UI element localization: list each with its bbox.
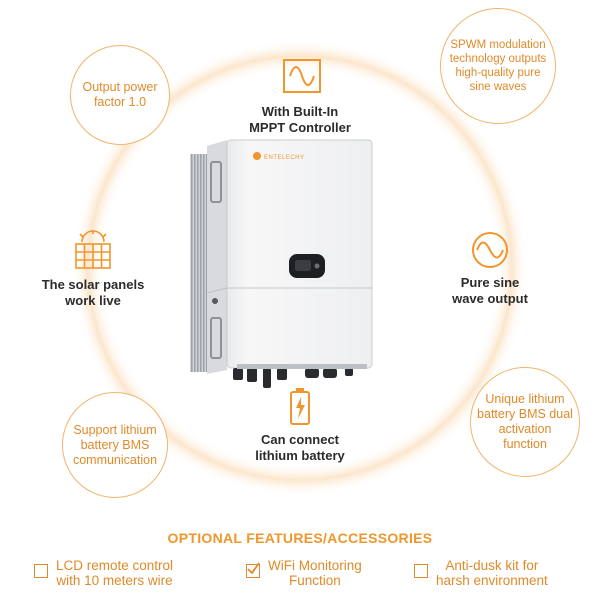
option-lcd-line1: LCD remote control [56,558,174,573]
bubble-output-power-text: Output power factor 1.0 [82,80,158,109]
option-lcd-remote[interactable]: LCD remote control with 10 meters wire [34,558,173,588]
option-anti-dusk-line2: harsh environment [436,573,548,588]
option-wifi-line2: Function [289,573,341,588]
optional-features-title: OPTIONAL FEATURES/ACCESSORIES [167,530,433,546]
bubble-spwm-text: SPWM modulation technology outputs high-… [449,39,547,93]
bubble-bms-activation-text: Unique lithium battery BMS dual activati… [477,392,573,451]
option-wifi[interactable]: WiFi Monitoring Function [246,558,362,588]
feature-mppt-line2: MPPT Controller [249,120,351,135]
option-wifi-text: WiFi Monitoring Function [268,558,362,588]
inverter-image: ENTELECHY [190,139,373,388]
option-lcd-checkbox[interactable] [34,564,48,578]
bubble-spwm: SPWM modulation technology outputs high-… [440,8,556,124]
bubble-bms-communication-text: Support lithium battery BMS communicatio… [72,422,158,467]
sine-wave-circle-icon [472,232,508,268]
feature-solar: The solar panels work live [28,277,158,309]
feature-mppt-line1: With Built-In [261,104,339,119]
bubble-bms-activation: Unique lithium battery BMS dual activati… [470,367,580,477]
feature-sine: Pure sine wave output [425,275,555,307]
option-anti-dusk-line1: Anti-dusk kit for [445,558,539,573]
brand-logo-text: ENTELECHY [264,155,305,161]
feature-sine-line2: wave output [452,291,528,306]
option-wifi-line1: WiFi Monitoring [268,558,362,573]
solar-panel-icon [75,230,111,269]
feature-solar-line2: work live [65,293,121,308]
option-anti-dusk-text: Anti-dusk kit for harsh environment [436,558,548,588]
option-anti-dusk[interactable]: Anti-dusk kit for harsh environment [414,558,548,588]
feature-sine-line1: Pure sine [460,275,520,290]
bubble-output-power: Output power factor 1.0 [70,45,170,145]
bubble-bms-communication: Support lithium battery BMS communicatio… [62,392,168,498]
feature-battery-line1: Can connect [260,432,339,447]
option-lcd-line2: with 10 meters wire [56,573,173,588]
feature-battery: Can connect lithium battery [220,432,380,464]
option-wifi-checkbox[interactable] [246,562,260,578]
checkmark-icon [247,562,260,575]
option-lcd-text: LCD remote control with 10 meters wire [56,558,173,588]
feature-mppt: With Built-In MPPT Controller [225,104,375,136]
feature-solar-line1: The solar panels [41,277,145,292]
battery-charge-icon [290,388,310,425]
sine-wave-box-icon [283,59,321,93]
feature-battery-line2: lithium battery [255,448,345,463]
option-anti-dusk-checkbox[interactable] [414,564,428,578]
